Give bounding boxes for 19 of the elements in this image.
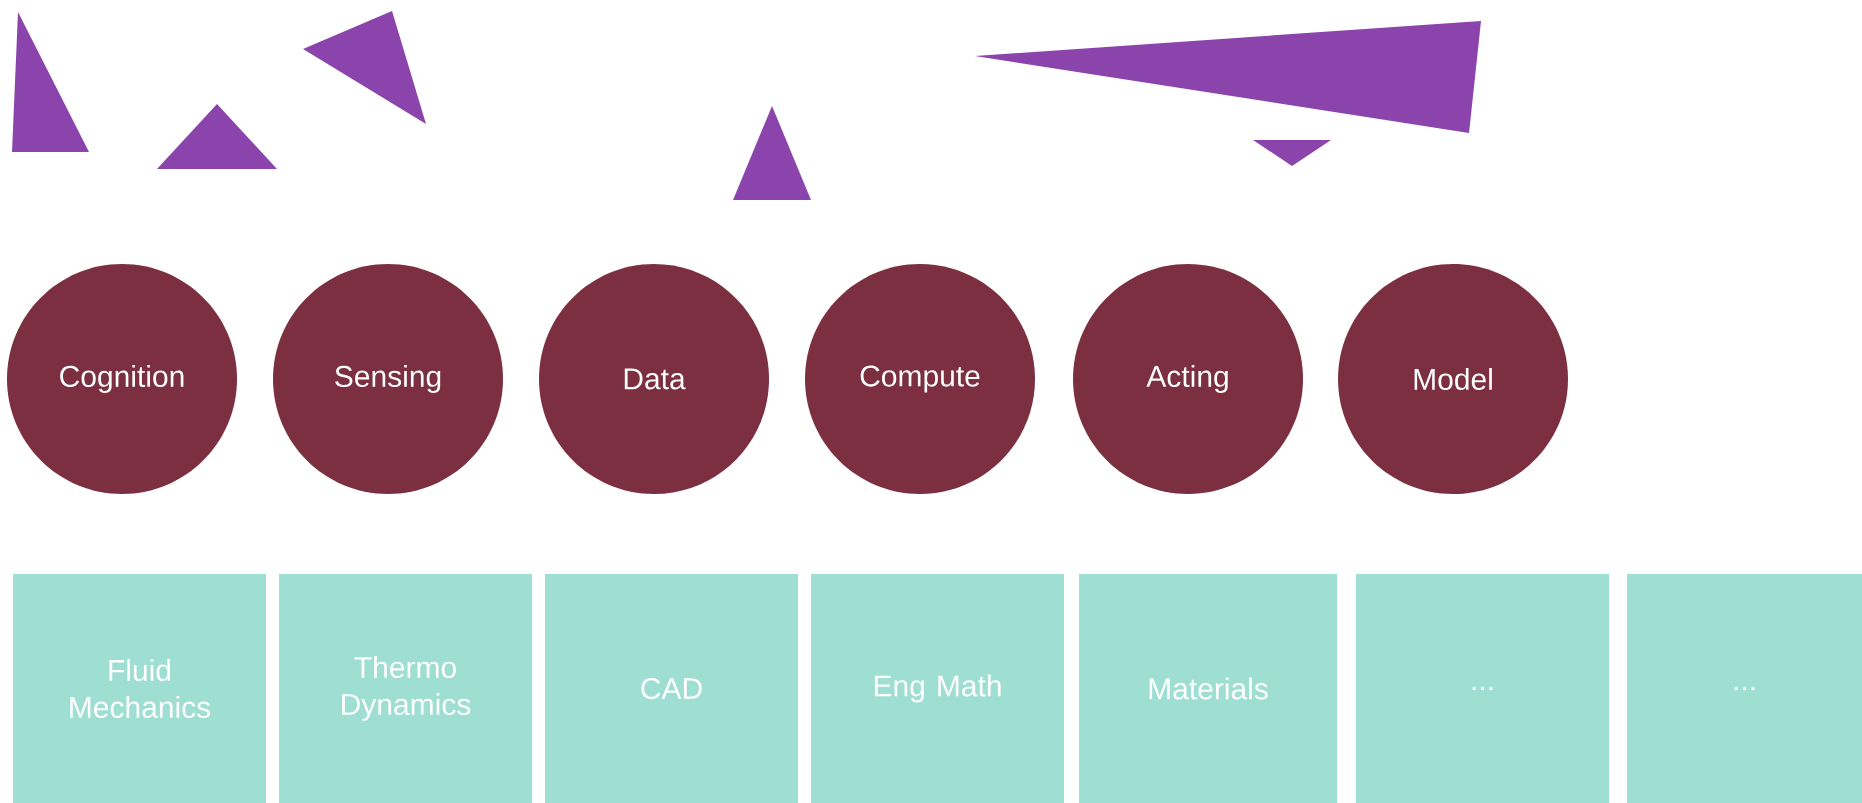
subject-box: Fluid Mechanics	[13, 574, 266, 803]
circle-node: Data	[539, 264, 769, 494]
subject-box: Thermo Dynamics	[279, 574, 532, 803]
circle-node: Compute	[805, 264, 1035, 494]
circle-node: Cognition	[7, 264, 237, 494]
circle-node: Model	[1338, 264, 1568, 494]
triangle-shape	[157, 104, 277, 169]
subject-box: Materials	[1079, 574, 1337, 803]
circle-node: Sensing	[273, 264, 503, 494]
triangle-shape	[12, 12, 89, 152]
subject-box: ...	[1356, 574, 1609, 803]
subject-box: CAD	[545, 574, 798, 803]
triangle-shape	[303, 11, 426, 124]
triangle-shape	[733, 106, 811, 200]
triangle-shape	[975, 21, 1481, 133]
subject-box: ...	[1627, 574, 1862, 803]
subject-box: Eng Math	[811, 574, 1064, 803]
triangle-shape	[1253, 140, 1331, 166]
circle-node: Acting	[1073, 264, 1303, 494]
